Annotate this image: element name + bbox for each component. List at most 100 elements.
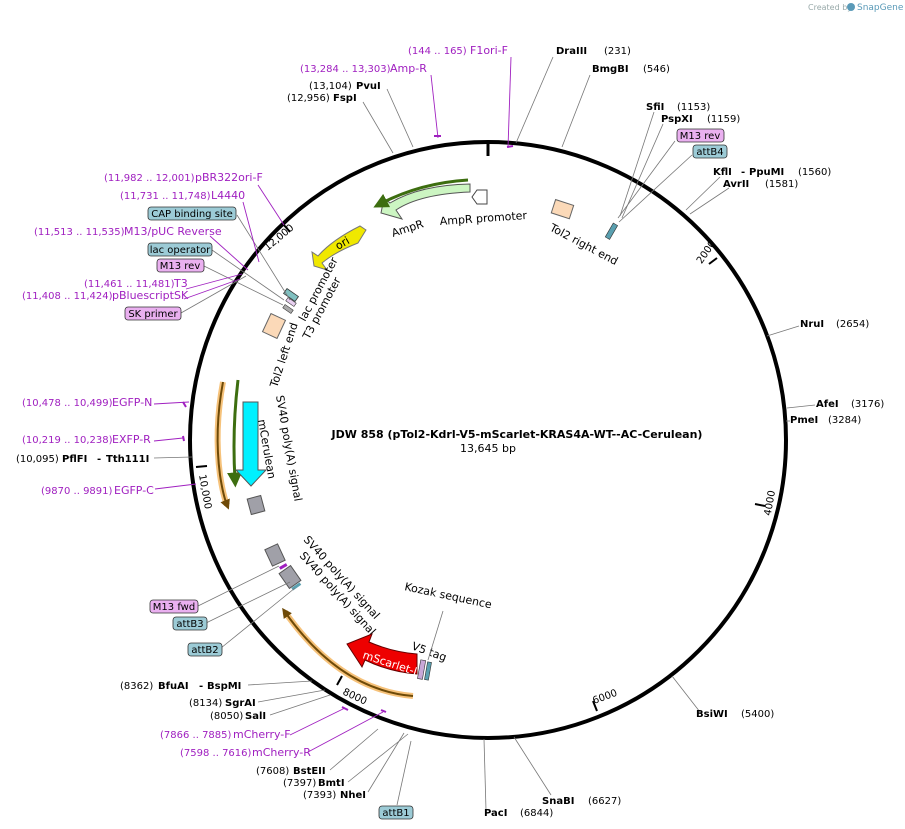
- attb1-site-marker: [424, 661, 432, 681]
- enzyme-afei-pos: (3176): [851, 399, 884, 410]
- enzyme-pmei-pos: (3284): [828, 415, 861, 426]
- enzyme-fspi-pos: (12,956): [287, 93, 330, 104]
- tick-label-2000: 2000: [695, 239, 719, 266]
- tick-mark-2000: [708, 257, 718, 265]
- enzyme-sfii-pos: (1153): [677, 102, 710, 113]
- primer-pbluescriptsk-range: (11,408 .. 11,424): [22, 291, 113, 302]
- enzyme-paci-pos: (6844): [520, 808, 553, 819]
- mcerulean-orf-arrow: [227, 379, 243, 488]
- enzyme-sgrai-pos: (8134): [189, 698, 222, 709]
- enzyme-pflfi-sep: -: [97, 454, 101, 465]
- sv40-polya-label-a: SV40 poly(A) signal: [273, 394, 304, 502]
- plasmid-title: JDW 858 (pTol2-Kdrl-V5-mScarlet-KRAS4A-W…: [331, 428, 703, 441]
- primer-l4440-range: (11,731 .. 11,748): [120, 191, 211, 202]
- enzyme-bsiwi-name: BsiWI: [696, 709, 728, 720]
- primer-pbluescriptsk-name: pBluescriptSK: [112, 289, 189, 302]
- enzyme-sali-name: SalI: [245, 711, 266, 722]
- box-leaders: [180, 140, 693, 806]
- orange-orf-arrow-bottom: [282, 607, 414, 697]
- primer-amp-r-name: Amp-R: [390, 62, 427, 75]
- primer-mcherry-r-range: (7598 .. 7616): [180, 748, 252, 759]
- primer-f1ori-f-name: F1ori-F: [470, 44, 508, 57]
- kozak-leader: [427, 610, 444, 661]
- mcerulean-arrow: [234, 401, 268, 487]
- primer-f1ori-f-range: (144 .. 165): [408, 46, 467, 57]
- enzyme-bmgbi-name: BmgBI: [592, 64, 629, 75]
- m13-rev-top-box: [676, 128, 725, 143]
- orange-orf-arrow-left: [216, 381, 230, 510]
- attb3-box: [172, 616, 208, 631]
- primer-egfp-n-name: EGFP-N: [112, 396, 152, 409]
- primer-egfp-n-range: (10,478 .. 10,499): [22, 398, 113, 409]
- enzyme-tth111i-name: Tth111I: [106, 454, 149, 465]
- cap-binding-site-label: CAP binding site: [151, 209, 233, 220]
- enzyme-snabi-pos: (6627): [588, 796, 621, 807]
- m13-rev-left-box: [156, 258, 205, 273]
- primer-exfp-r-range: (10,219 .. 10,238): [22, 435, 113, 446]
- snapgene-logo-icon: [847, 3, 855, 11]
- m13-fwd-site-marker: [279, 563, 288, 570]
- primer-amp-r-range: (13,284 .. 13,303): [300, 64, 391, 75]
- primer-leaders: [153, 56, 514, 753]
- enzyme-pspxi-name: PspXI: [661, 114, 693, 125]
- sk-primer-label: SK primer: [128, 309, 178, 320]
- enzyme-kfli-sep: -: [741, 167, 745, 178]
- cap-binding-site-box: [147, 206, 237, 221]
- m13-fwd-box: [149, 599, 199, 614]
- primer-l4440-name: L4440: [211, 189, 245, 202]
- enzyme-pspxi-pos: (1159): [707, 114, 740, 125]
- sv40-polya-label-b: SV40 poly(A) signal: [301, 533, 383, 622]
- primer-mcherry-f-name: mCherry-F: [233, 728, 291, 741]
- enzyme-bsteii-name: BstEII: [293, 766, 326, 777]
- primer-m13puc-reverse-range: (11,513 .. 11,535): [34, 227, 125, 238]
- enzyme-nrui-pos: (2654): [836, 319, 869, 330]
- tick-mark-6000: [592, 700, 598, 712]
- credit-brand: SnapGene: [857, 3, 904, 13]
- enzyme-bfuai-name: BfuAI: [158, 681, 189, 692]
- attb4-box: [692, 144, 728, 159]
- enzyme-sali-pos: (8050): [210, 711, 243, 722]
- primer-pbr322ori-f-name: pBR322ori-F: [195, 171, 263, 184]
- attb3-label: attB3: [176, 619, 203, 630]
- attb4-site-marker: [604, 222, 619, 240]
- enzyme-kfli-name: KflI: [713, 167, 732, 178]
- enzyme-draiii-name: DraIII: [556, 46, 587, 57]
- kozak-label: Kozak sequence: [403, 580, 493, 611]
- attb2-label: attB2: [191, 645, 218, 656]
- primer-m13puc-reverse-name: M13/pUC Reverse: [124, 225, 222, 238]
- enzyme-kfli-pos: (1560): [798, 167, 831, 178]
- enzyme-bmti-name: BmtI: [318, 778, 345, 789]
- mscarlet-arrow: [346, 633, 418, 675]
- ori-label: ori: [333, 234, 352, 252]
- enzyme-ppumi-name: PpuMI: [749, 167, 784, 178]
- tick-mark-8000: [336, 675, 343, 686]
- enzyme-bfuai-pos: (8362): [120, 681, 153, 692]
- primer-labels: F1ori-F (144 .. 165) Amp-R (13,284 .. 13…: [22, 44, 508, 759]
- tick-mark-10000: [195, 465, 208, 468]
- enzyme-draiii-pos: (231): [604, 46, 631, 57]
- enzyme-labels: DraIII (231) BmgBI (546) SfiI (1153) Psp…: [16, 46, 884, 819]
- tol2-right-end-label: Tol2 right end: [547, 221, 620, 268]
- m13-fwd-label: M13 fwd: [153, 602, 195, 613]
- t3-site-box: [282, 304, 294, 314]
- primer-egfp-c-range: (9870 .. 9891): [41, 486, 113, 497]
- enzyme-bsiwi-pos: (5400): [741, 709, 774, 720]
- primer-pbr322ori-f-range: (11,982 .. 12,001): [104, 173, 195, 184]
- m13-site-box: [285, 297, 297, 307]
- ori-arrow: [311, 225, 367, 271]
- tol2-right-end-box: [550, 198, 575, 220]
- m13-rev-left-label: M13 rev: [160, 261, 201, 272]
- enzyme-pmei-name: PmeI: [790, 415, 818, 426]
- enzyme-bmgbi-pos: (546): [643, 64, 670, 75]
- enzyme-nhei-name: NheI: [340, 790, 366, 801]
- tick-mark-12000: [282, 223, 291, 233]
- plasmid-length: 13,645 bp: [460, 442, 516, 455]
- primer-egfp-c-name: EGFP-C: [114, 484, 154, 497]
- enzyme-nhei-pos: (7393): [303, 790, 336, 801]
- enzyme-nrui-name: NruI: [800, 319, 824, 330]
- enzyme-sgrai-name: SgrAI: [225, 698, 256, 709]
- enzyme-fspi-name: FspI: [333, 93, 357, 104]
- enzyme-snabi-name: SnaBI: [542, 796, 574, 807]
- scale-ticks: 2000 4000 6000 8000 10,000 12,000: [195, 223, 778, 712]
